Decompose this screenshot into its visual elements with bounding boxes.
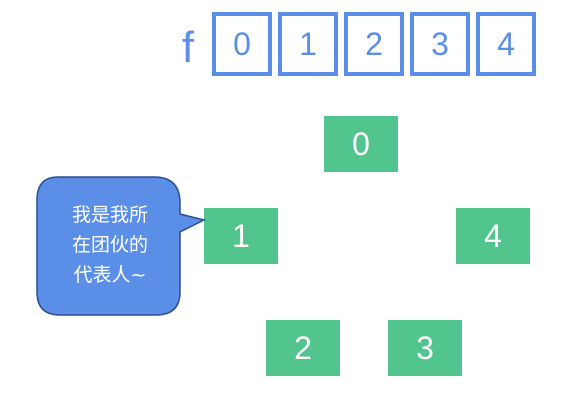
- array-f: 0 1 2 3 4: [212, 12, 536, 76]
- bubble-line-1: 我是我所: [71, 204, 148, 226]
- speech-bubble-shape: [36, 176, 207, 316]
- speech-bubble: 我是我所 在团伙的 代表人~: [36, 176, 207, 316]
- array-cell-4: 4: [476, 12, 536, 76]
- node-0: 0: [324, 116, 398, 172]
- node-2: 2: [266, 320, 340, 376]
- node-4: 4: [456, 208, 530, 264]
- array-cell-2: 2: [344, 12, 404, 76]
- speech-bubble-text: 我是我所 在团伙的 代表人~: [36, 200, 184, 290]
- bubble-line-3: 代表人~: [73, 264, 147, 286]
- array-cell-1: 1: [278, 12, 338, 76]
- array-cell-0: 0: [212, 12, 272, 76]
- array-cell-3: 3: [410, 12, 470, 76]
- array-label: f: [181, 23, 195, 72]
- node-3: 3: [388, 320, 462, 376]
- bubble-line-2: 在团伙的: [71, 234, 148, 256]
- node-1: 1: [204, 208, 278, 264]
